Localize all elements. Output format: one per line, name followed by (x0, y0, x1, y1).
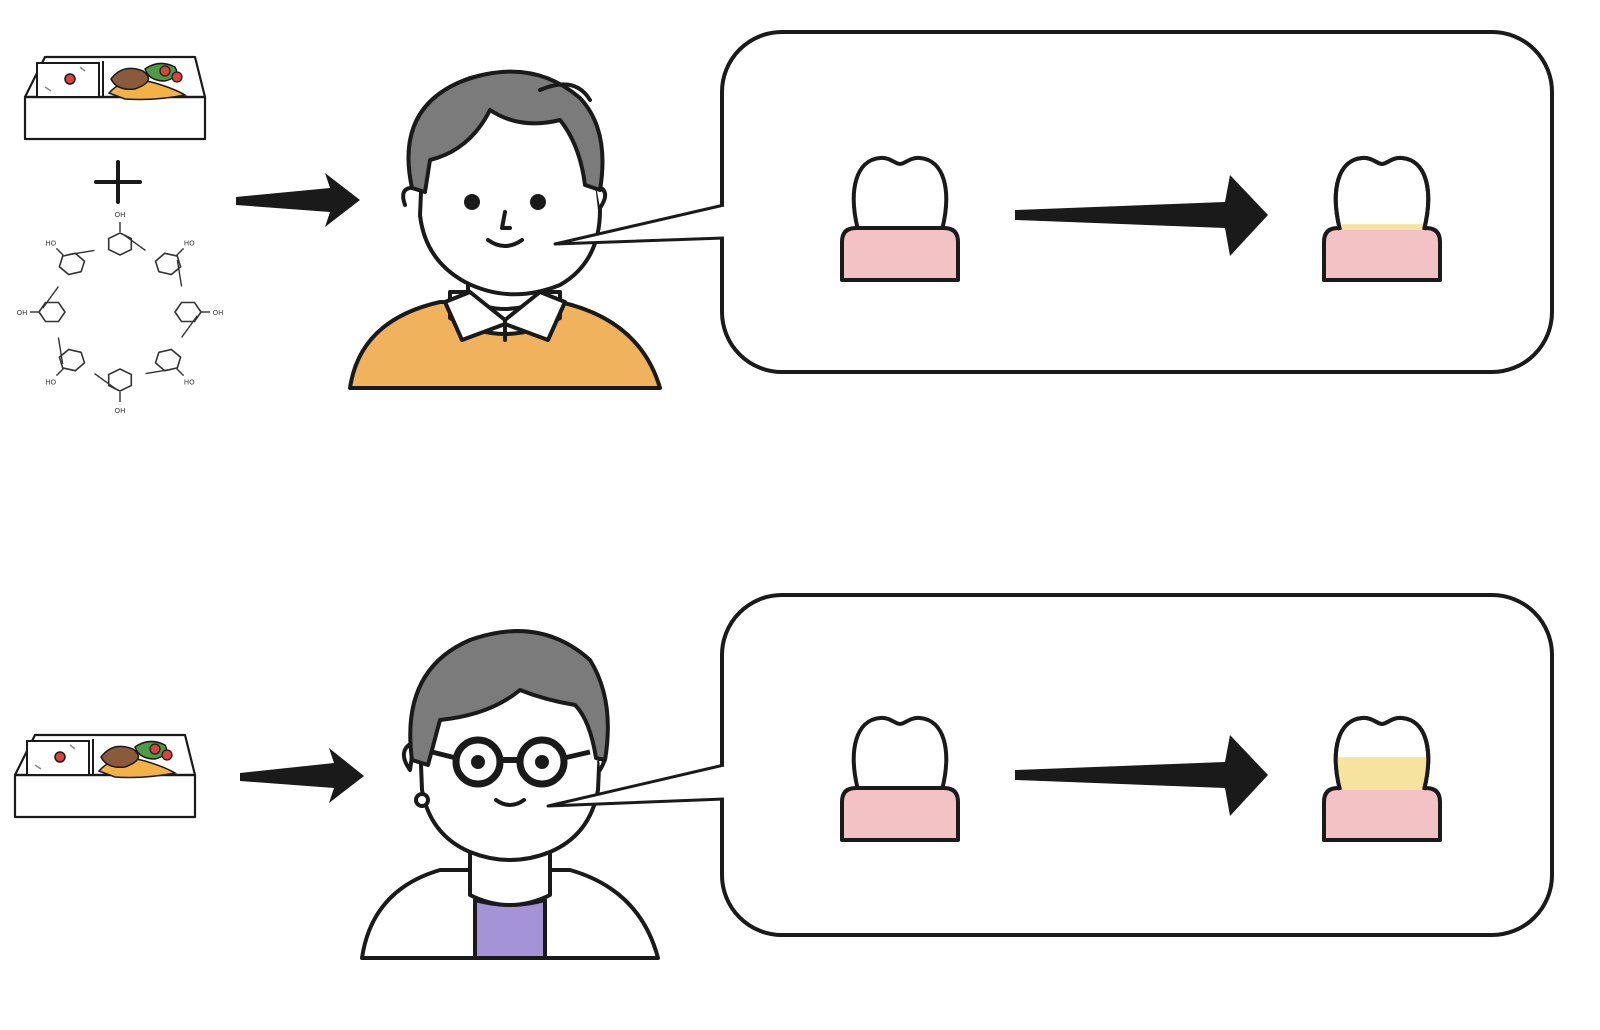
bento-box-icon (13, 733, 197, 819)
molecule-label: OH (115, 407, 126, 415)
glycosidic-link-line (176, 259, 183, 287)
cyclodextrin-molecule-icon: OH HO OH HO OH HO OH HO (17, 211, 224, 415)
glycosidic-link-line (145, 368, 173, 375)
glucose-unit-shape (58, 348, 86, 372)
hydroxyl-bond-line (55, 247, 64, 256)
woman-person-icon (360, 629, 660, 960)
man-person-icon (348, 69, 662, 390)
glycosidic-link-line (57, 337, 64, 365)
molecule-label: OH (213, 309, 224, 317)
plus-icon (94, 160, 142, 204)
tooth-before-icon (840, 715, 960, 842)
hydroxyl-bond-line (176, 247, 185, 256)
molecule-label: HO (45, 378, 56, 386)
arrow-to-person-icon (240, 748, 364, 803)
glycosidic-link-line (42, 286, 59, 309)
speech-bubble-2 (546, 593, 1554, 937)
hydroxyl-bond-line (55, 368, 64, 377)
row-1: OH HO OH HO OH HO OH HO (17, 30, 1554, 415)
tooth-after-heavy-stain-icon (1322, 715, 1442, 842)
molecule-label: OH (17, 309, 28, 317)
glycosidic-link-line (94, 373, 117, 390)
speech-bubble-1 (553, 30, 1554, 374)
tooth-after-slight-stain-icon (1322, 155, 1442, 282)
glycosidic-link-line (181, 315, 198, 338)
glucose-unit-shape (38, 301, 66, 323)
molecule-label: HO (184, 240, 195, 248)
bento-box-icon (23, 55, 207, 141)
glucose-unit-shape (154, 348, 182, 372)
glucose-unit-shape (58, 252, 86, 276)
molecule-label: OH (115, 211, 126, 219)
arrow-change-icon (1015, 175, 1268, 256)
glycosidic-link-line (67, 249, 95, 256)
hydroxyl-bond-line (176, 368, 185, 377)
glucose-unit-shape (107, 368, 133, 392)
glucose-unit-shape (154, 252, 182, 276)
tooth-before-icon (840, 155, 960, 282)
molecule-label: HO (45, 240, 56, 248)
glucose-unit-shape (107, 232, 133, 256)
arrow-change-icon (1015, 735, 1268, 816)
molecule-label: HO (184, 378, 195, 386)
glycosidic-link-line (123, 234, 146, 251)
arrow-to-person-icon (236, 173, 360, 227)
row-2 (13, 593, 1554, 960)
glucose-unit-shape (174, 301, 202, 323)
